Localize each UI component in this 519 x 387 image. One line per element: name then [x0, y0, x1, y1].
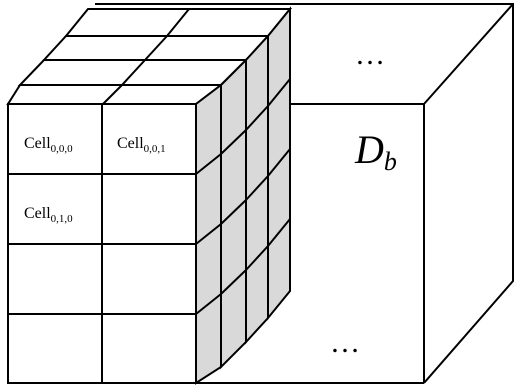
side-joint: [267, 148, 291, 177]
side-joint: [220, 269, 247, 295]
cell-grid-side: [195, 6, 291, 385]
side-joint: [195, 153, 222, 175]
side-joint: [220, 129, 247, 155]
cell-label-0-0-0: Cell0,0,0: [24, 135, 73, 155]
cell-grid-front: [7, 103, 197, 384]
ellipsis-bottom: …: [330, 326, 360, 359]
cell-label-0-0-1: Cell0,0,1: [117, 135, 166, 155]
side-joint: [195, 223, 222, 245]
side-joint: [245, 175, 269, 201]
large-block-top-right-edge: [423, 3, 514, 105]
side-joint: [245, 105, 269, 131]
large-block-back-face: [95, 3, 514, 384]
side-joint: [195, 293, 222, 315]
side-layer-1: [220, 57, 247, 370]
top-divider: [102, 8, 190, 105]
side-joint: [267, 78, 291, 107]
ellipsis-top: …: [355, 38, 385, 71]
side-joint: [220, 199, 247, 225]
top-row-0: [6, 84, 224, 105]
side-joint: [267, 218, 291, 247]
block-label: Db: [354, 127, 397, 176]
cell-label-0-1-0: Cell0,1,0: [24, 205, 73, 225]
side-joint: [245, 245, 269, 271]
